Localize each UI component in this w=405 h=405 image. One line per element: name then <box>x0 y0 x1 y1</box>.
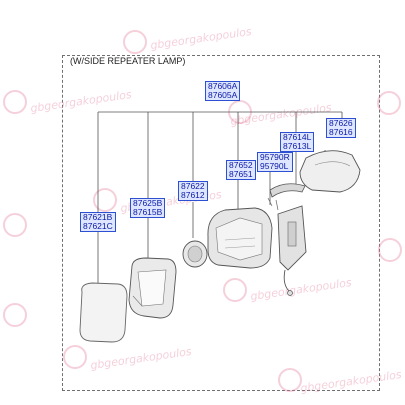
part-label-bracket: 87652 87651 <box>226 160 256 180</box>
mirror-bracket <box>277 205 307 296</box>
part-label-repeater-lamp: 87614L 87613L <box>280 132 315 152</box>
part-number: 87621C <box>83 221 113 231</box>
part-number: 87605A <box>208 90 238 100</box>
part-label-actuator: 95790R 95790L <box>257 152 293 172</box>
mirror-cover <box>299 150 361 193</box>
part-number: 87606A <box>208 81 238 91</box>
part-label-motor: 87622 87612 <box>178 181 208 201</box>
part-label-holder: 87625B 87615B <box>130 198 166 218</box>
part-number: 95790R <box>260 152 290 162</box>
mirror-motor <box>182 240 208 268</box>
part-number: 87626 <box>329 118 353 128</box>
part-label-cover: 87626 87616 <box>326 118 356 138</box>
part-number: 87625B <box>133 198 163 208</box>
part-number: 87651 <box>229 169 253 179</box>
part-number: 87612 <box>181 190 205 200</box>
part-number: 87614L <box>283 132 312 142</box>
part-label-mirror-body: 87606A 87605A <box>205 81 241 101</box>
diagram-title: (W/SIDE REPEATER LAMP) <box>70 56 186 66</box>
part-number: 87616 <box>329 127 353 137</box>
part-number: 87622 <box>181 181 205 191</box>
part-number: 87621B <box>83 212 113 222</box>
watermark-seals <box>3 30 402 392</box>
mirror-glass <box>79 282 128 343</box>
part-number: 95790L <box>260 161 289 171</box>
part-number: 87615B <box>133 207 163 217</box>
mirror-holder <box>128 257 177 319</box>
diagram-frame <box>62 55 380 391</box>
leader-lines <box>97 111 343 288</box>
part-label-glass: 87621B 87621C <box>80 212 116 232</box>
repeater-lamp <box>267 183 306 211</box>
mirror-body <box>207 207 273 269</box>
part-number: 87652 <box>229 160 253 170</box>
part-number: 87613L <box>283 141 312 151</box>
